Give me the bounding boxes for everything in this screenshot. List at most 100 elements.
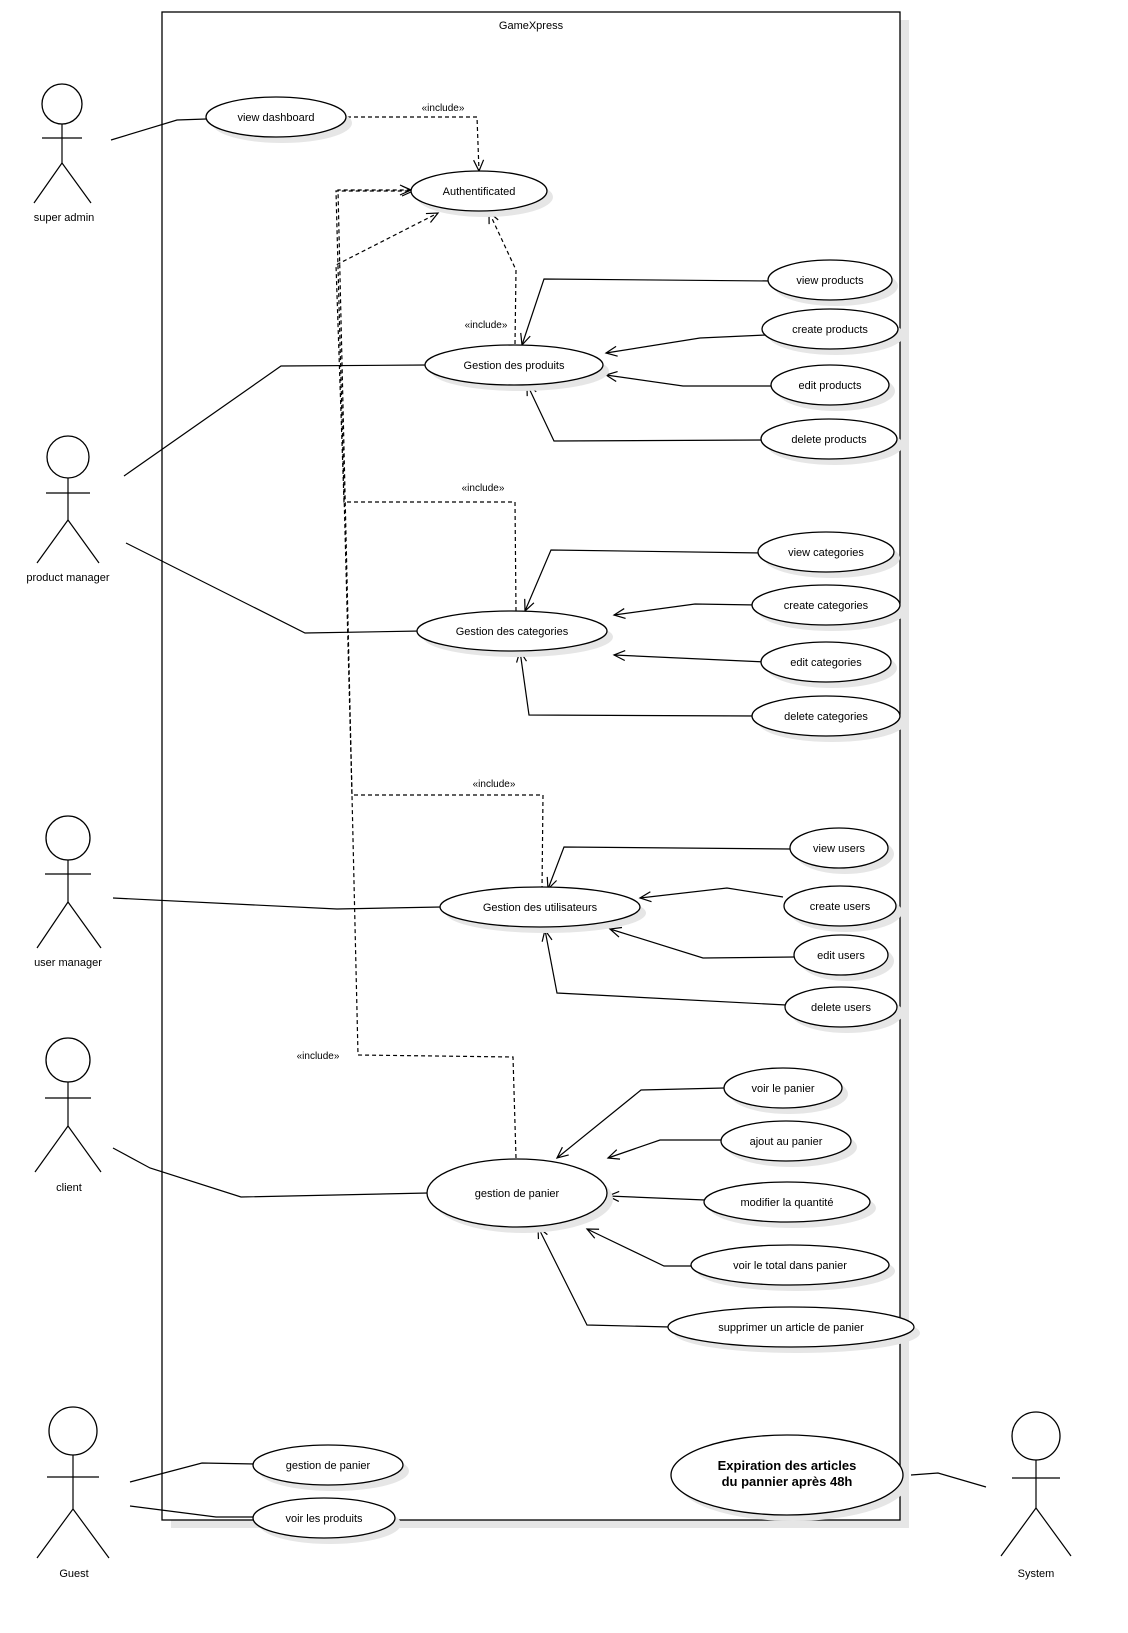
use-case-guest-gestion-panier[interactable]: gestion de panier (252, 1444, 409, 1491)
extend-voir-total (585, 1228, 692, 1267)
include-label-categories: «include» (462, 483, 505, 494)
use-case-label: create users (810, 901, 871, 913)
use-case-view-users[interactable]: view users (789, 827, 894, 874)
actor-head-icon (46, 435, 90, 479)
use-case-label: ajout au panier (750, 1136, 823, 1148)
association-system (910, 1472, 987, 1488)
extend-supprimer-article (537, 1225, 671, 1328)
actor-head-icon (1011, 1411, 1061, 1461)
use-case-gestion-categories[interactable]: Gestion des categories (416, 610, 613, 657)
include-label-dashboard: «include» (422, 103, 465, 114)
use-case-label-line1: Expiration des articles (718, 1458, 857, 1473)
actor-super-admin[interactable]: super admin (33, 83, 95, 224)
extend-view-users (546, 846, 791, 891)
use-case-label: delete users (811, 1002, 871, 1014)
extend-delete-categories (516, 649, 759, 717)
use-case-label: view users (813, 843, 865, 855)
association-product-manager-produits (123, 364, 428, 477)
use-case-label: Authentificated (443, 186, 516, 198)
include-users-auth (335, 185, 544, 891)
use-case-label: Gestion des produits (464, 360, 565, 372)
use-case-delete-products[interactable]: delete products (760, 418, 903, 465)
use-case-gestion-utilisateurs[interactable]: Gestion des utilisateurs (439, 886, 646, 933)
use-case-delete-categories[interactable]: delete categories (751, 695, 906, 742)
use-case-label: modifier la quantité (741, 1197, 834, 1209)
use-case-label: edit categories (790, 657, 862, 669)
use-case-label: voir le panier (752, 1083, 815, 1095)
include-label-panier: «include» (297, 1051, 340, 1062)
actor-client[interactable]: client (34, 1037, 102, 1194)
extend-voir-panier (555, 1087, 725, 1159)
extend-view-categories (524, 549, 764, 613)
use-case-voir-panier[interactable]: voir le panier (723, 1067, 848, 1114)
extend-edit-categories (612, 649, 767, 663)
extend-edit-users (608, 926, 795, 959)
use-case-voir-total[interactable]: voir le total dans panier (690, 1244, 895, 1291)
use-case-label: edit users (817, 950, 865, 962)
association-guest-panier (129, 1462, 256, 1483)
actor-label: System (1018, 1568, 1055, 1580)
include-label-produits: «include» (465, 320, 508, 331)
use-case-authentificated[interactable]: Authentificated (410, 170, 553, 217)
use-case-label: delete categories (784, 711, 868, 723)
use-case-ajout-panier[interactable]: ajout au panier (720, 1120, 857, 1167)
use-case-supprimer-article[interactable]: supprimer un article de panier (667, 1306, 920, 1353)
use-case-view-dashboard[interactable]: view dashboard (205, 96, 352, 143)
use-case-edit-users[interactable]: edit users (793, 934, 894, 981)
association-guest-produits (129, 1505, 254, 1518)
use-case-label: supprimer un article de panier (718, 1322, 864, 1334)
use-case-label: voir le total dans panier (733, 1260, 847, 1272)
use-case-label: Gestion des categories (456, 626, 569, 638)
actor-head-icon (48, 1406, 98, 1456)
use-case-label: gestion de panier (286, 1460, 371, 1472)
use-case-label: gestion de panier (475, 1188, 560, 1200)
extend-modifier-quantite (606, 1190, 706, 1202)
include-categories-auth (335, 212, 517, 612)
actor-product-manager[interactable]: product manager (26, 435, 110, 584)
use-case-create-products[interactable]: create products (761, 308, 904, 355)
extend-create-products (604, 334, 767, 357)
actor-label: user manager (34, 957, 102, 969)
use-case-gestion-panier[interactable]: gestion de panier (426, 1158, 613, 1233)
use-case-create-users[interactable]: create users (783, 885, 902, 932)
association-user-manager (112, 897, 442, 910)
actor-head-icon (45, 1037, 91, 1083)
use-case-label: view products (796, 275, 864, 287)
use-case-gestion-produits[interactable]: Gestion des produits (424, 344, 609, 391)
use-case-label: view dashboard (237, 112, 314, 124)
actor-label: Guest (59, 1568, 88, 1580)
extend-delete-users (541, 928, 787, 1006)
use-case-view-products[interactable]: view products (767, 259, 898, 306)
include-label-users: «include» (473, 779, 516, 790)
include-dashboard-auth (347, 116, 485, 173)
use-case-label-line2: du pannier après 48h (722, 1474, 853, 1489)
association-client (112, 1147, 429, 1198)
use-case-label: voir les produits (285, 1513, 363, 1525)
extend-create-users (638, 887, 784, 903)
extend-ajout-panier (606, 1139, 721, 1160)
use-case-label: edit products (799, 380, 862, 392)
use-case-edit-products[interactable]: edit products (770, 364, 895, 411)
use-case-edit-categories[interactable]: edit categories (760, 641, 897, 688)
use-case-label: create products (792, 324, 868, 336)
actor-system[interactable]: System (1000, 1411, 1072, 1580)
use-case-delete-users[interactable]: delete users (784, 986, 903, 1033)
association-super-admin (110, 118, 207, 141)
use-case-voir-produits[interactable]: voir les produits (252, 1497, 401, 1544)
use-case-expiration[interactable]: Expiration des articles du pannier après… (670, 1434, 909, 1521)
extend-edit-products (604, 371, 776, 387)
actor-label: super admin (34, 212, 95, 224)
use-case-modifier-quantite[interactable]: modifier la quantité (703, 1181, 876, 1228)
include-produits-auth (488, 210, 517, 345)
system-boundary (161, 11, 901, 1521)
use-case-view-categories[interactable]: view categories (757, 531, 900, 578)
actor-guest[interactable]: Guest (36, 1406, 110, 1580)
use-case-create-categories[interactable]: create categories (751, 584, 906, 631)
actor-head-icon (41, 83, 83, 125)
actor-user-manager[interactable]: user manager (34, 815, 102, 969)
actor-head-icon (45, 815, 91, 861)
use-case-label: delete products (791, 434, 867, 446)
use-case-label: create categories (784, 600, 869, 612)
use-case-label: Gestion des utilisateurs (483, 902, 598, 914)
